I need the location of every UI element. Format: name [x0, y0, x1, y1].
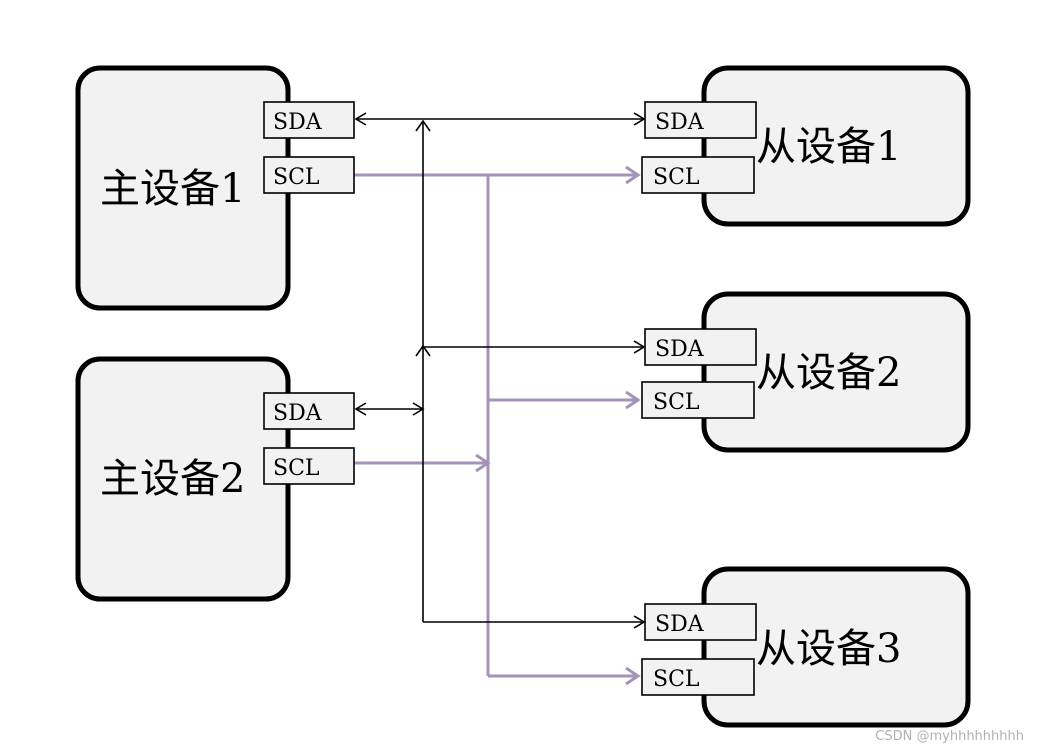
sda-bus — [354, 112, 646, 629]
slave-device-2-box — [701, 291, 971, 453]
slave-1-sda-pin — [644, 101, 757, 139]
slave-1-sda-label: SDA — [655, 110, 705, 135]
slave-1-scl-label: SCL — [653, 165, 700, 190]
slave-device-1: 从设备1 SDA SCL — [641, 65, 971, 227]
master-device-1: 主设备1 SDA SCL — [75, 65, 355, 311]
slave-3-sda-label: SDA — [655, 612, 705, 637]
slave-device-2-label: 从设备2 — [756, 350, 901, 396]
slave-1-scl-pin — [641, 156, 755, 194]
slave-3-scl-pin — [641, 658, 755, 696]
master-1-sda-pin — [263, 101, 355, 139]
slave-device-3: 从设备3 SDA SCL — [641, 566, 971, 728]
scl-bus — [354, 175, 638, 676]
slave-device-2: 从设备2 SDA SCL — [641, 291, 971, 453]
master-1-sda-label: SDA — [273, 110, 323, 135]
master-device-2-label: 主设备2 — [100, 456, 245, 502]
slave-2-scl-label: SCL — [653, 390, 700, 415]
master-device-2: 主设备2 SDA SCL — [75, 356, 355, 602]
slave-3-scl-label: SCL — [653, 667, 700, 692]
master-2-sda-pin — [263, 392, 355, 430]
slave-2-sda-pin — [644, 328, 757, 366]
master-1-scl-label: SCL — [273, 165, 320, 190]
master-1-scl-pin — [263, 156, 355, 194]
master-2-scl-pin — [263, 447, 355, 485]
watermark: CSDN @myhhhhhhhhh — [875, 729, 1024, 744]
slave-3-sda-pin — [644, 603, 757, 641]
master-2-scl-label: SCL — [273, 456, 320, 481]
slave-2-scl-pin — [641, 381, 755, 419]
slave-device-1-box — [701, 65, 971, 227]
sda-junction-arrow-2 — [415, 344, 431, 357]
slave-device-1-label: 从设备1 — [756, 124, 901, 170]
slave-device-3-box — [701, 566, 971, 728]
master-2-sda-label: SDA — [273, 401, 323, 426]
slave-device-3-label: 从设备3 — [756, 626, 901, 672]
sda-junction-arrow-1 — [415, 119, 431, 132]
master-device-1-label: 主设备1 — [100, 166, 245, 212]
slave-2-sda-label: SDA — [655, 337, 705, 362]
